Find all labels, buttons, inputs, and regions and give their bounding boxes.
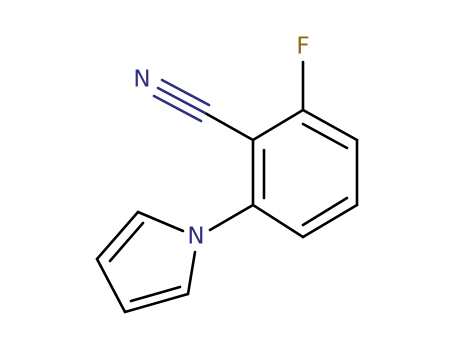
- bond-pyrrole: [95, 257, 127, 314]
- bond-nitrile-triple: [152, 94, 203, 123]
- bond-group: [95, 60, 359, 314]
- bond-nitrile-triple: [160, 78, 211, 107]
- atom-label-nitrile-nitrogen: N: [133, 66, 151, 93]
- bond-nitrile-c: [203, 111, 255, 142]
- atom-label-fluorine: F: [296, 33, 310, 60]
- bond-pyrrole-double: [108, 221, 145, 263]
- bond-nitrile-triple: [156, 86, 207, 115]
- bond-ring: [251, 203, 305, 239]
- bond-ring-double: [301, 196, 349, 227]
- bond-pyrrole: [186, 250, 197, 296]
- bond-ring: [301, 203, 359, 239]
- bond-pyrrole: [136, 210, 185, 233]
- bond-ring: [301, 108, 359, 142]
- bond-c-n-pyrrole: [208, 203, 255, 232]
- atom-label-pyrrole-nitrogen: N: [187, 223, 205, 250]
- bond-ring: [251, 108, 305, 142]
- bond-pyrrole-double: [129, 285, 182, 303]
- bond-ring-double: [301, 122, 349, 150]
- bond-pyrrole: [95, 210, 140, 261]
- bond-pyrrole: [123, 292, 190, 314]
